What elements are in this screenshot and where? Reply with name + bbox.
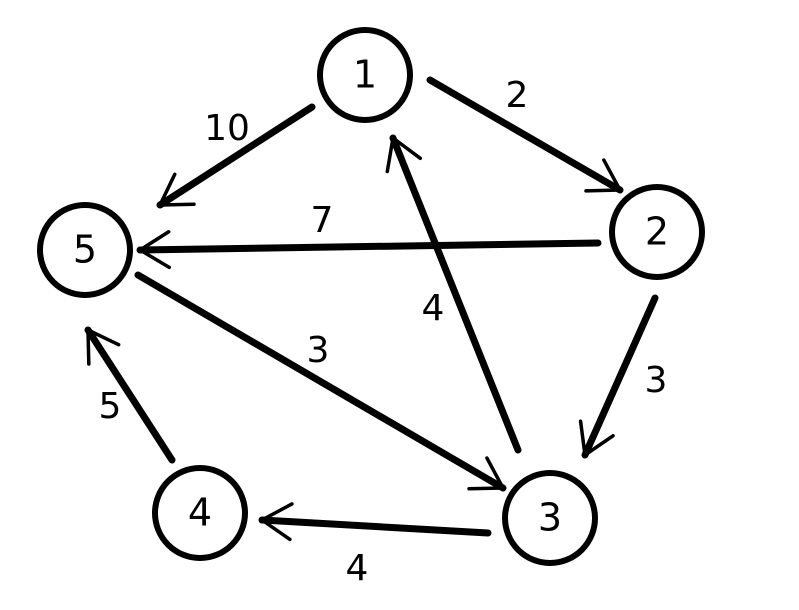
edge-1-to-5: 10 [156, 103, 316, 209]
edge-weight-label: 7 [311, 200, 334, 241]
node-circle [502, 470, 598, 566]
node-4: 4 [152, 465, 248, 561]
edge-weight-label: 4 [422, 288, 445, 329]
arrow-head [86, 328, 121, 366]
node-circle [609, 184, 705, 280]
edge-line [84, 326, 176, 464]
node-2: 2 [609, 184, 705, 280]
edge-line [134, 271, 507, 492]
edge-weight-label: 10 [204, 108, 250, 149]
edge-weight-label: 2 [506, 75, 529, 116]
node-circle [37, 202, 133, 298]
node-label: 2 [645, 210, 669, 254]
node-circle [152, 465, 248, 561]
edge-2-to-3: 3 [578, 294, 668, 459]
arrow-head [467, 456, 505, 491]
edge-line [156, 103, 316, 209]
node-1: 1 [317, 27, 413, 123]
arrow-head [260, 502, 294, 542]
edge-line [389, 134, 522, 454]
node-label: 3 [538, 496, 562, 540]
node-3: 3 [502, 470, 598, 566]
edge-line [258, 516, 492, 537]
edge-line [426, 76, 624, 194]
arrow-head [584, 158, 622, 193]
edge-1-to-2: 2 [426, 75, 624, 194]
edge-weight-label: 4 [346, 548, 369, 589]
edges-layer: 2 10 7 3 4 3 4 5 [84, 75, 668, 589]
node-label: 4 [188, 491, 212, 535]
edge-weight-label: 5 [99, 386, 122, 427]
edge-line [581, 294, 659, 459]
node-5: 5 [37, 202, 133, 298]
node-label: 1 [353, 53, 377, 97]
edge-line [136, 239, 602, 254]
node-label: 5 [73, 228, 97, 272]
edge-4-to-5: 5 [84, 326, 176, 464]
nodes-layer: 1 2 3 4 5 [37, 27, 705, 566]
edge-weight-label: 3 [645, 360, 668, 401]
edge-3-to-1: 4 [385, 134, 522, 454]
edge-weight-label: 3 [307, 330, 330, 371]
arrow-head [385, 136, 423, 174]
node-circle [317, 27, 413, 123]
edge-5-to-3: 3 [134, 271, 507, 492]
edge-3-to-4: 4 [258, 502, 492, 589]
arrow-head [138, 230, 172, 270]
arrow-head [578, 419, 615, 457]
edge-2-to-5: 7 [136, 200, 602, 270]
arrow-head [158, 172, 196, 207]
